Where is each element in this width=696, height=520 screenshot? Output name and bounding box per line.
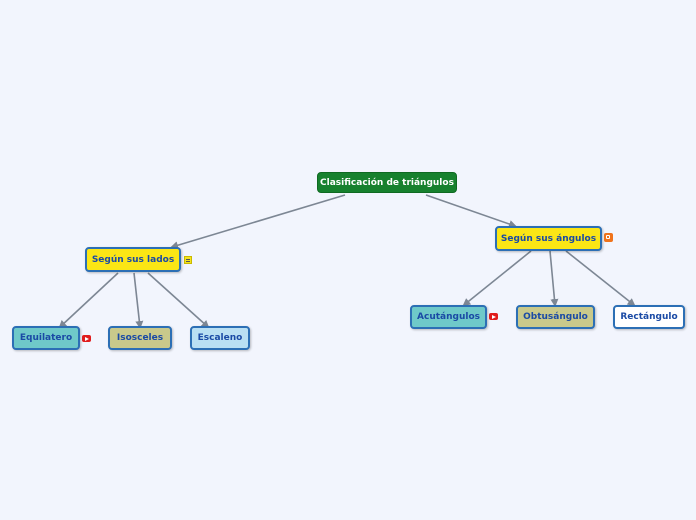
connector-angulos-rectangulo: [565, 250, 636, 307]
node-segun-sus-lados[interactable]: Según sus lados: [85, 247, 181, 272]
connector-angulos-acutangulos: [462, 250, 532, 307]
youtube-icon[interactable]: [82, 335, 91, 342]
blogger-icon[interactable]: [604, 233, 613, 242]
node-acutangulos[interactable]: Acutángulos: [410, 305, 487, 329]
connector-angulos-obtusangulo: [549, 250, 559, 307]
node-segun-sus-angulos[interactable]: Según sus ángulos: [495, 226, 602, 251]
node-escaleno[interactable]: Escaleno: [190, 326, 250, 350]
connector-root-lados: [170, 194, 346, 250]
connector-lados-equilatero: [58, 272, 119, 329]
connector-lados-escaleno: [147, 272, 210, 329]
youtube-icon[interactable]: [489, 313, 498, 320]
connector-lados-isosceles: [133, 272, 144, 329]
connector-root-angulos: [425, 194, 517, 228]
node-rectangulo[interactable]: Rectángulo: [613, 305, 685, 329]
node-equilatero[interactable]: Equilatero: [12, 326, 80, 350]
root-node[interactable]: Clasificación de triángulos: [317, 172, 457, 193]
note-icon[interactable]: [184, 256, 192, 264]
node-obtusangulo[interactable]: Obtusángulo: [516, 305, 595, 329]
node-isosceles[interactable]: Isosceles: [108, 326, 172, 350]
